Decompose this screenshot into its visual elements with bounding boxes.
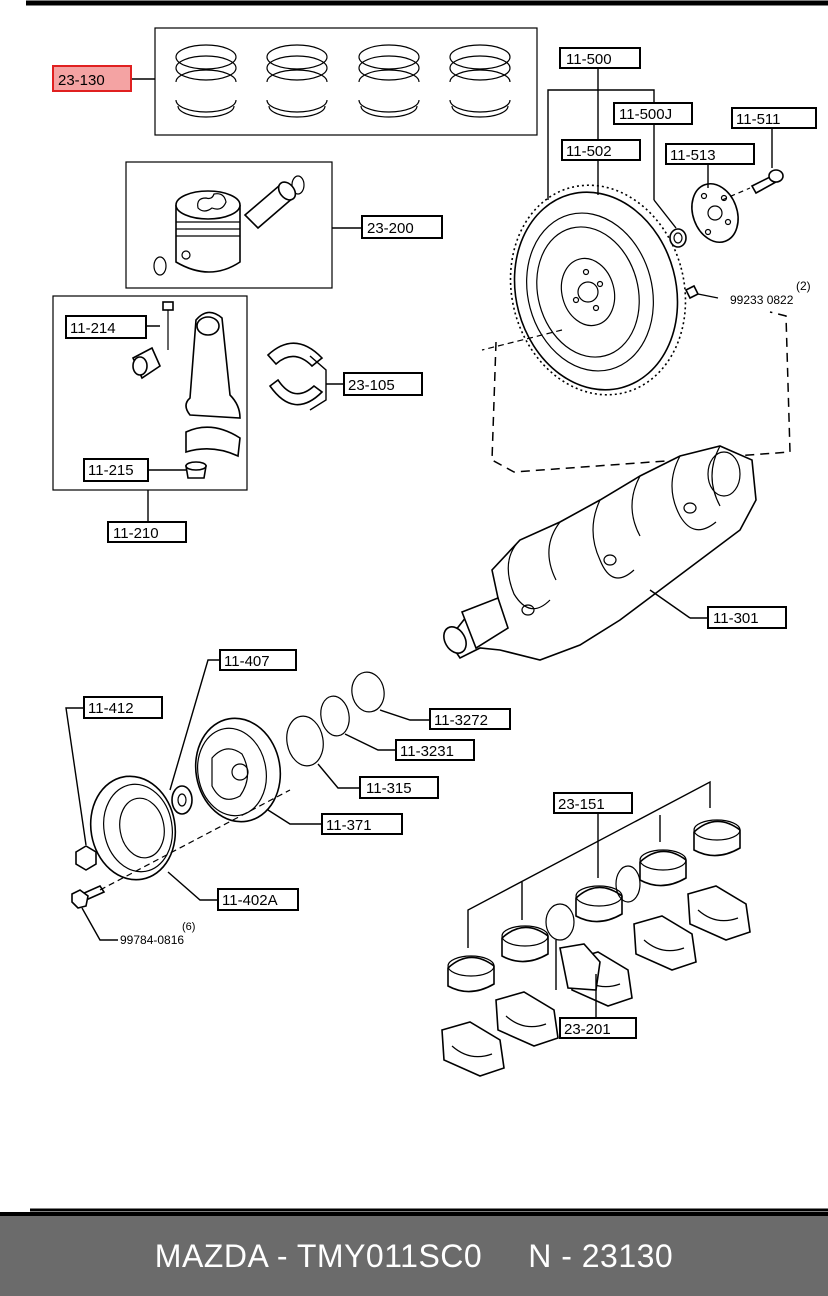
svg-text:11-301: 11-301: [713, 610, 759, 627]
label-11-214[interactable]: 11-214: [65, 315, 147, 339]
svg-text:23-130: 23-130: [58, 72, 105, 89]
bearing-bracket: [467, 780, 711, 948]
timing-pulley: [194, 717, 282, 823]
piston: [153, 175, 305, 276]
label-23-201[interactable]: 23-201: [559, 1017, 637, 1039]
label-11-513[interactable]: 11-513: [665, 143, 755, 165]
crankshaft: [443, 445, 757, 661]
label-11-511[interactable]: 11-511: [731, 107, 817, 129]
pilot-bearing: [669, 228, 687, 248]
label-11-301[interactable]: 11-301: [707, 606, 787, 629]
svg-text:11-3231: 11-3231: [400, 743, 454, 760]
bolt-part-note: 99233 0822: [730, 293, 794, 307]
shim-11-315: [286, 715, 324, 767]
label-11-210[interactable]: 11-210: [107, 521, 187, 543]
label-11-371[interactable]: 11-371: [321, 813, 403, 835]
svg-text:23-105: 23-105: [348, 377, 395, 394]
label-11-3272[interactable]: 11-3272: [429, 708, 511, 730]
svg-text:23-201: 23-201: [564, 1021, 611, 1038]
svg-text:11-402A: 11-402A: [222, 892, 278, 909]
label-11-402a[interactable]: 11-402A: [217, 888, 299, 911]
connecting-rod-box: [52, 295, 248, 491]
brand-model-text: MAZDA - TMY011SC0: [154, 1237, 483, 1274]
label-23-130[interactable]: 23-130: [52, 65, 132, 92]
pulley-nut: [75, 845, 97, 871]
dowel-pin: [684, 284, 719, 300]
flywheel-plate: [691, 183, 739, 243]
svg-text:11-412: 11-412: [88, 700, 134, 717]
svg-text:11-511: 11-511: [736, 111, 780, 128]
svg-text:11-500: 11-500: [566, 51, 612, 68]
pulley-bolt: [71, 884, 106, 909]
label-11-407[interactable]: 11-407: [219, 649, 297, 671]
crank-pulley: [89, 775, 177, 881]
conrod-bearings: [266, 342, 324, 406]
seal-11-3272: [351, 671, 385, 713]
svg-text:23-151: 23-151: [558, 796, 605, 813]
svg-text:11-502: 11-502: [566, 143, 612, 160]
label-11-3231[interactable]: 11-3231: [395, 739, 475, 761]
keyed-washer: [171, 785, 193, 815]
svg-text:11-513: 11-513: [670, 147, 716, 164]
label-11-500j[interactable]: 11-500J: [613, 102, 693, 125]
parts-diagram: 23-130 23-200 11-214: [26, 0, 828, 1212]
label-23-151[interactable]: 23-151: [553, 792, 633, 814]
connecting-rod: [131, 301, 241, 479]
assembly-outline: [491, 311, 791, 473]
svg-text:11-315: 11-315: [366, 780, 412, 797]
svg-text:11-214: 11-214: [70, 320, 116, 337]
svg-text:11-210: 11-210: [113, 525, 159, 542]
thrust-washer: [545, 903, 575, 941]
svg-text:11-407: 11-407: [224, 653, 270, 670]
ring-11-3231: [320, 695, 350, 737]
pulley-bolt-qty-note: (6): [182, 921, 195, 933]
label-23-200[interactable]: 23-200: [361, 215, 443, 239]
bolt-qty-note: (2): [796, 279, 811, 293]
label-11-315[interactable]: 11-315: [359, 776, 439, 799]
caption-bar: MAZDA - TMY011SC0 N - 23130: [0, 1212, 828, 1296]
svg-text:11-3272: 11-3272: [434, 712, 488, 729]
piston-box: [125, 161, 333, 289]
svg-text:11-371: 11-371: [326, 817, 372, 834]
part-number-text: N - 23130: [528, 1237, 674, 1274]
flywheel-bolt: [721, 169, 784, 201]
label-11-412[interactable]: 11-412: [83, 696, 163, 719]
label-11-215[interactable]: 11-215: [83, 458, 149, 482]
piston-ring-set: [154, 27, 538, 136]
pulley-bolt-part-note: 99784-0816: [120, 933, 184, 947]
svg-text:11-500J: 11-500J: [619, 106, 672, 123]
label-11-500[interactable]: 11-500: [559, 47, 641, 69]
svg-text:11-215: 11-215: [88, 462, 134, 479]
flywheel: [509, 184, 687, 396]
label-11-502[interactable]: 11-502: [561, 139, 641, 161]
svg-text:23-200: 23-200: [367, 220, 414, 237]
label-23-105[interactable]: 23-105: [343, 372, 423, 396]
main-bearings: [441, 819, 751, 1077]
